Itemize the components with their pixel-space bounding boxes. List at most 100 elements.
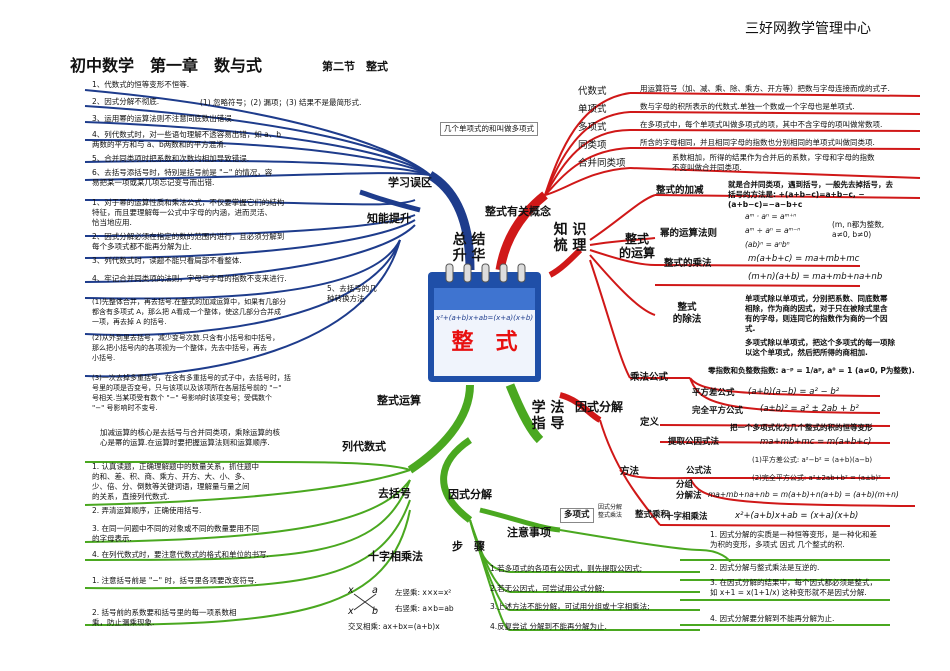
label-zhengshi-yunsuan: 整式运算 [377,394,421,407]
label-yinshi-fenjie: 因式分解 [575,400,624,414]
wuqu-item-4b: 两数的平方和与 a、b两数和的平方混淆. [92,140,227,149]
lie-1c: 少、倍、分、倒数等关键词语，理解量与量之间 [92,482,250,491]
branch-zongjie: 总 结 升 华 [452,232,486,264]
gongshi-1: (1)平方差公式: a²−b² = (a+b)(a−b) [752,456,873,464]
label-chengfa: 整式的乘法 [664,258,712,269]
wuqu-item-4a: 4、列代数式时，对一些语句理解不透容易出错，如 a、b [92,130,282,139]
gainian-desc-1: 用运算符号（加、减、乘、除、乘方、开方等）把数与字母连接而成的式子. [640,84,890,93]
gainian-label-2: 单项式 [578,104,607,115]
label-shizi-right: 十字相乘法 [665,512,708,522]
label-mi: 幂的运算法则 [660,228,718,239]
label-lie-daishushi: 列代数式 [342,440,386,453]
wuqu-note: (1) 忽略符号；(2) 漏项；(3) 结果不是最简形式. [200,98,362,107]
fenzu-formula: ma+mb+na+nb = m(a+b)+n(a+b) = (a+b)(m+n) [708,490,899,499]
label-jiajian: 整式的加减 [656,185,704,196]
duo-box: 多项式 [560,508,594,523]
kuohao-2a: (2)从外到里去括号，减少变号次数.只含有小括号和中括号， [92,334,280,342]
chufa-3: 零指数和负整数指数: a⁻ᵖ = 1/aᵖ, a⁰ = 1 (a≠0, P为整数… [708,366,915,375]
label-fangfa: 方法 [620,466,640,477]
duo-arrow-label: 因式分解 整式乘法 [598,504,623,519]
shizi-formula: x²+(a+b)x+ab = (x+a)(x+b) [735,511,859,521]
kuohao-1b: 都含有多项式 A，那么把 A看成一个整体，使这几部分合并成 [92,308,282,316]
buzhou-1: 1.若多项式的各项有公因式，则先提取公因式; [490,564,643,573]
label-xuexi-wuqu: 学习误区 [388,176,432,189]
zhuyi-4: 4. 因式分解要分解到不能再分解为止. [710,614,835,623]
tisheng-3: 3、列代数式时，读题不能只看局部不看整体. [92,256,242,265]
shizi-right-mult: 右竖乘: a×b=ab [395,604,454,613]
lie-1d: 的关系，直接列代数式. [92,492,170,501]
kuohao-3c: 号相关.当某项受有数个 "−" 号影响时该项变号；受偶数个 [92,394,272,402]
gainian-desc-2: 数与字母的积所表示的代数式.单独一个数或一个字母也是单项式. [640,102,855,111]
label-gongshi-fa: 公式法 [686,466,712,476]
kuohao-3b: 号里的项是否变号，只与该项以及该项所在各层括号前的 "−" [92,384,282,392]
tisheng-1a: 1、对于幂的运算性质和乘法公式，不仅要掌握它们的结构 [92,198,285,207]
label-buzhou: 步 骤 [452,540,485,553]
lie-4: 4. 在列代数式时，要注意代数式的格式和单位的书写. [92,550,269,559]
chufa-2: 多项式除以单项式，把这个多项式的每一项除 以这个单项式，然后把所得的商相加. [745,338,895,357]
jiajian-desc: 就是合并同类项，遇到括号，一般先去掉括号，去 括号的方法是: +(a+b−c)=… [728,180,893,209]
yunsuan-note-a: 加减运算的核心是去括号与合并同类项，乘除运算的核 [100,428,280,437]
gainian-desc-5: 系数相加，所得的结果作为合并后的系数，字母和字母的指数 不变叫做合并同类项. [672,153,875,172]
gainian-label-4: 同类项 [578,140,607,151]
label-wqpf: 完全平方公式 [692,406,744,416]
kuohao-3a: (3)一次去掉多重括号，在含有多重括号的式子中，去括号时，括 [92,374,291,382]
chufa-1: 单项式除以单项式，分别把系数、同底数幂 相除，作为商的因式，对于只在被除式里含 … [745,294,888,333]
gainian-desc-3: 在多项式中，每个单项式叫做多项式的项，其中不含字母的项叫做常数项. [640,120,883,129]
kuohao-2c: 小括号. [92,354,116,362]
cross-x2: x [348,606,354,617]
lie-1a: 1. 认真读题，正确理解题中的数量关系，抓住题中 [92,462,260,471]
label-zhineng-tisheng: 知能提升 [367,212,411,225]
label-chufa: 整式 的除法 [672,302,702,325]
label-zhengshi-de-yunsuan: 整式 的运算 [618,232,655,260]
qu-2a: 2. 括号前的系数要和括号里的每一项系数相 [92,608,237,617]
shizi-left-mult: 左竖乘: x×x=x² [395,588,452,597]
buzhou-4: 4.反复尝试 分解到不能再分解为止. [490,622,607,631]
chengfa-formula-2: (m+n)(a+b) = ma+mb+na+nb [748,272,883,282]
tigong-formula: ma+mb+mc = m(a+b+c) [760,437,872,447]
qu-1: 1. 注意括号前是 "−" 时，括号里各项要改变符号. [92,576,257,585]
lie-2: 2. 弄清运算顺序，正确使用括号. [92,506,202,515]
gongshi-2: (2)完全平方公式: a²±2ab+b² = (a±b)² [752,474,881,482]
gainian-label-1: 代数式 [578,86,607,97]
tisheng-4: 4、牢记合并同类项的法则，字母与字母的指数不变来进行. [92,274,287,283]
pfc-formula: (a+b)(a−b) = a² − b² [748,387,840,397]
org-name: 三好网教学管理中心 [745,21,871,37]
label-fenzu: 分组 分解法 [676,480,702,501]
wuqu-item-6b: 易把某一项或某几项忘记变号而出错. [92,178,215,187]
label-zhuyi: 注意事项 [507,526,551,539]
cross-a: a [372,585,378,596]
chengfa-formula-1: m(a+b+c) = ma+mb+mc [748,254,860,264]
lie-3b: 的字母表示. [92,534,132,543]
wuqu-item-1: 1、代数式的恒等变形不恒等. [92,80,190,89]
tisheng-1b: 特征，而且要理解每一公式中字母的内涵，进而灵活、 [92,208,272,217]
branch-zhishi: 知 识 梳 理 [553,222,587,254]
yunsuan-note-b: 心是幂的运算.在运算时要把握运算法则和运算顺序. [100,438,270,447]
mi-condition: (m, n都为整数, a≠0, b≠0) [832,220,885,239]
zhuyi-1: 1. 因式分解的实质是一种恒等变形，是一种化和差 为积的变形，多项式 因式 几个… [710,530,878,549]
page-title: 初中数学 第一章 数与式 [70,56,263,75]
dingyi-desc: 把一个多项式化为几个整式的积的恒等变形 [730,423,873,432]
gainian-desc-4: 所含的字母相同，并且相同字母的指数也分别相同的单项式叫做同类项. [640,138,875,147]
section-title: 第二节 整式 [322,60,388,73]
zhuyi-3: 3. 在因式分解的结果中，每个因式都必须是整式， 如 x+1 = x(1+1/x… [710,578,878,597]
side-note-box: 几个单项式的和叫做多项式 [440,122,538,136]
wuqu-item-6a: 6、去括号添括号时，特别是括号前是 "−" 的情况，容 [92,168,273,177]
mi-formula-2: aᵐ ÷ aⁿ = aᵐ⁻ⁿ [745,226,801,235]
tisheng-2b: 每个多项式都不能再分解为止. [92,242,192,251]
label-shizi-left: 十字相乘法 [368,550,423,563]
kuohao-title: 5、去括号的几 种转换方法 [327,284,377,303]
branch-gainian: 整式有关概念 [485,205,551,218]
zheng-box: 整式乘积 [635,510,670,520]
label-pfc: 平方差公式 [692,388,735,398]
lie-1b: 的和、差、积、商、乘方、开方、大、小、多、 [92,472,250,481]
kuohao-2b: 那么把小括号内的各项视为一个整体，先去中括号，再去 [92,344,267,352]
qu-2b: 乘，防止漏乘现象. [92,618,155,627]
cross-b: b [372,606,379,617]
shizi-cross-mult: 交叉相乘: ax+bx=(a+b)x [348,622,440,631]
zhuyi-2: 2. 因式分解与整式乘法是互逆的. [710,563,820,572]
center-title: 整 式 [451,330,518,355]
kuohao-1c: 一项，再去掉 A 的括号. [92,318,167,326]
wqpf-formula: (a±b)² = a² ± 2ab + b² [760,404,859,414]
cross-x1: x [348,585,354,596]
